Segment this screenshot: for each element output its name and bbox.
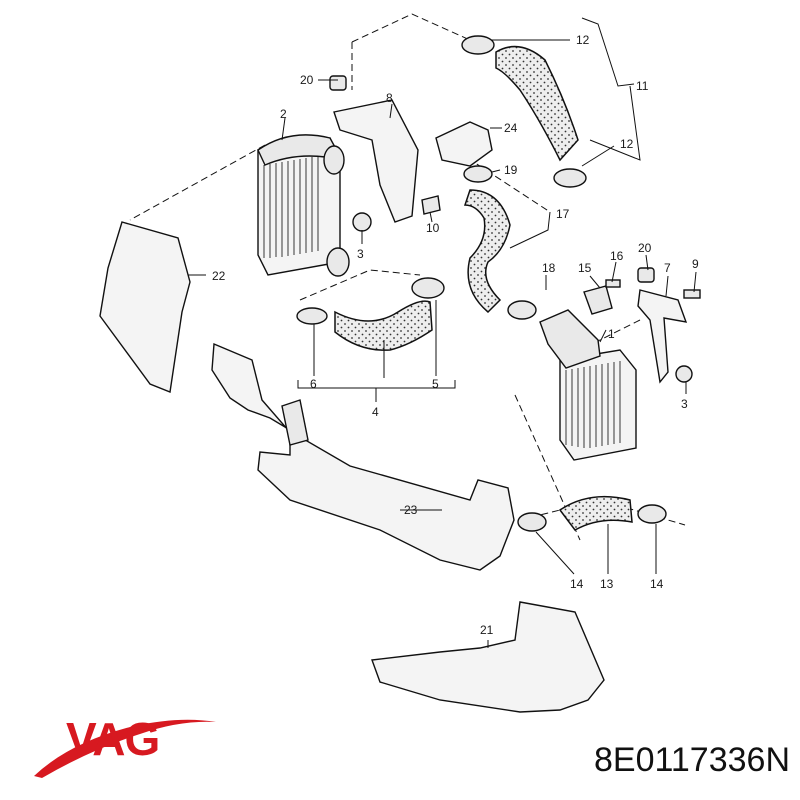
callout-labels: 1 2 3 3 4 5 6 7 8 9 10 11 12 12 13 14 14… — [212, 33, 699, 637]
bracket-7 — [637, 289, 688, 384]
callout-23: 23 — [404, 503, 418, 517]
clamp-14-left — [517, 512, 547, 532]
bolt-9 — [683, 289, 701, 299]
callout-19: 19 — [504, 163, 518, 177]
vag-logo-swoosh-icon — [34, 719, 216, 778]
leader-lines — [188, 17, 697, 648]
clamp-5 — [411, 277, 445, 299]
callout-14-right: 14 — [650, 577, 664, 591]
clamp-18 — [507, 300, 537, 320]
callout-4: 4 — [372, 405, 379, 419]
grommet-3-right — [675, 365, 693, 383]
callout-8: 8 — [386, 91, 393, 105]
callout-9: 9 — [692, 257, 699, 271]
intercooler-left — [257, 134, 350, 277]
callout-18: 18 — [542, 261, 556, 275]
callout-3-left: 3 — [357, 247, 364, 261]
bracket-8 — [333, 99, 419, 223]
clamp-6 — [296, 307, 328, 325]
callout-21: 21 — [480, 623, 494, 637]
clamp-12-bottom — [553, 168, 587, 188]
air-duct-23 — [211, 342, 515, 571]
clamp-12-top — [461, 35, 495, 55]
nut-20-left — [329, 75, 347, 91]
callout-16: 16 — [610, 249, 624, 263]
callout-1: 1 — [608, 327, 615, 341]
duct-neck — [281, 399, 309, 446]
hose-17 — [463, 189, 511, 314]
hose-11 — [495, 45, 579, 162]
callout-15: 15 — [578, 261, 592, 275]
bolt-10 — [421, 195, 441, 215]
callout-10: 10 — [426, 221, 440, 235]
part-number: 8E0117336N — [594, 741, 790, 779]
callout-13: 13 — [600, 577, 614, 591]
clamp-14-right — [637, 504, 667, 524]
hose-13 — [558, 495, 633, 531]
air-guide-21 — [371, 601, 605, 713]
bolt-16 — [605, 279, 621, 288]
callout-12-top: 12 — [576, 33, 590, 47]
sensor-15 — [583, 285, 613, 315]
callout-20-left: 20 — [300, 73, 314, 87]
brand-name: VAG — [66, 713, 160, 765]
callout-22: 22 — [212, 269, 226, 283]
callout-24: 24 — [504, 121, 518, 135]
callout-5: 5 — [432, 377, 439, 391]
air-guide-left — [99, 221, 191, 393]
callout-14-left: 14 — [570, 577, 584, 591]
callout-11: 11 — [636, 79, 649, 93]
nut-20-right — [637, 267, 655, 283]
callout-2: 2 — [280, 107, 287, 121]
hose-4 — [334, 300, 433, 351]
callout-3-right: 3 — [681, 397, 688, 411]
callout-20-right: 20 — [638, 241, 652, 255]
clamp-19 — [463, 165, 493, 183]
callout-6: 6 — [310, 377, 317, 391]
valve-24 — [435, 121, 493, 167]
intercooler-right — [539, 309, 637, 461]
callout-12-bottom: 12 — [620, 137, 634, 151]
grommet-3-left — [352, 212, 372, 232]
callout-7: 7 — [664, 261, 671, 275]
callout-17: 17 — [556, 207, 570, 221]
